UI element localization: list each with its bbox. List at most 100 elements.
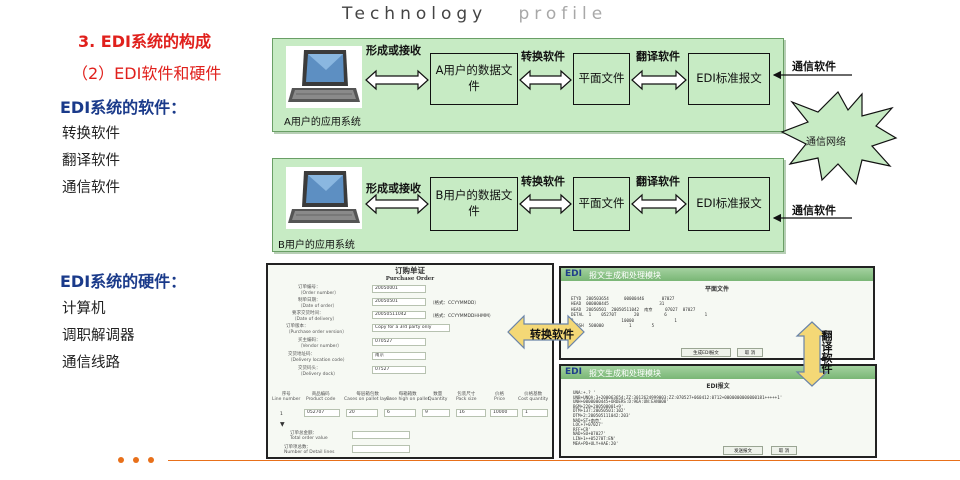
order-version-select[interactable]: Copy for a 3rd party only xyxy=(372,324,450,332)
footer-dot xyxy=(148,457,154,463)
table-cell: 1 xyxy=(280,412,283,417)
window-title: 报文生成和处理模块 xyxy=(589,369,661,378)
edi-logo: EDI xyxy=(565,269,582,279)
label-convert-a: 转换软件 xyxy=(521,50,565,63)
footer-line xyxy=(168,460,960,461)
vendor-number-input[interactable]: 070527 xyxy=(372,338,426,346)
data-file-node-b: B用户的数据文件 xyxy=(430,177,518,231)
order-field-label: 交货码头：（Delivery dock） xyxy=(298,366,338,377)
datetime-format-note: （格式：CCYYMMDDHHMM） xyxy=(430,314,494,319)
network-label: 通信网络 xyxy=(806,137,846,148)
tablet-photo-a xyxy=(286,46,362,108)
app-system-label-a: A用户的应用系统 xyxy=(284,117,361,128)
label-comm-b: 通信软件 xyxy=(792,204,836,217)
delivery-dock-input[interactable]: 07527 xyxy=(372,366,426,374)
double-arrow-icon xyxy=(519,193,572,215)
vertical-double-arrow-icon xyxy=(795,321,829,387)
order-total-input[interactable] xyxy=(352,431,410,439)
overlay-label-translate: 翻译软件 xyxy=(820,330,833,374)
send-message-button[interactable]: 发送报文 xyxy=(723,446,763,455)
hardware-item-computer: 计算机 xyxy=(62,301,106,317)
flat-file-node-a: 平面文件 xyxy=(573,53,630,105)
product-code-cell[interactable]: 052707 xyxy=(304,409,340,417)
edi-message-window: EDI 报文生成和处理模块 EDI报文 UNA:+.? ' UNB+UNOA:3… xyxy=(559,364,877,458)
cost-qty-cell[interactable]: 1 xyxy=(522,409,548,417)
footer-dot xyxy=(133,457,139,463)
window-titlebar: EDI 报文生成和处理模块 xyxy=(561,268,873,281)
date-format-note: （格式：CCYYMMDD） xyxy=(430,301,479,306)
order-field-label: 买主编码：（Vendor number） xyxy=(298,338,342,349)
window-titlebar: EDI 报文生成和处理模块 xyxy=(561,366,875,379)
edi-msg-node-b: EDI标准报文 xyxy=(688,177,770,231)
hardware-heading: EDI系统的硬件： xyxy=(60,272,187,291)
order-field-label: 订单版本：（Purchase order version） xyxy=(286,324,347,335)
case-high-cell[interactable]: 6 xyxy=(384,409,416,417)
header-word-technology: Technology xyxy=(342,4,488,24)
tablet-keyboard-icon xyxy=(288,171,360,223)
delivery-date-input[interactable]: 20050511042 xyxy=(372,311,426,319)
detail-lines-label: 订单项总数：Number of Detail lines xyxy=(284,445,335,455)
delivery-location-input[interactable]: 南京 xyxy=(372,352,426,360)
software-item-convert: 转换软件 xyxy=(62,126,120,142)
section-title: 3. EDI系统的构成 xyxy=(78,32,211,51)
window-title: 报文生成和处理模块 xyxy=(589,271,661,280)
label-convert-b: 转换软件 xyxy=(521,175,565,188)
app-system-label-b: B用户的应用系统 xyxy=(278,240,355,251)
edi-msg-node-a: EDI标准报文 xyxy=(688,53,770,105)
software-heading: EDI系统的软件： xyxy=(60,98,187,117)
double-arrow-icon xyxy=(631,69,687,91)
window-subtitle: EDI报文 xyxy=(706,383,730,390)
order-form-title-en: Purchase Order xyxy=(385,275,435,282)
double-arrow-icon xyxy=(519,69,572,91)
edi-message-content: UNA:+.? ' UNB+UNOA:3+200063654:ZZ:301262… xyxy=(573,390,783,446)
order-total-label: 订单总金额：Total order value xyxy=(290,431,328,441)
cancel-button[interactable]: 取 消 xyxy=(771,446,797,455)
order-number-input[interactable]: 20050001 xyxy=(372,285,426,293)
double-arrow-icon xyxy=(365,69,429,91)
hardware-item-line: 通信线路 xyxy=(62,355,120,371)
window-subtitle: 平面文件 xyxy=(704,286,729,293)
price-cell[interactable]: 10000 xyxy=(490,409,518,417)
overlay-label-convert: 转换软件 xyxy=(530,328,574,341)
pack-size-cell[interactable]: 16 xyxy=(456,409,486,417)
order-field-label: 要求交货时间：（Date of delivery） xyxy=(292,311,338,322)
cases-layer-cell[interactable]: 20 xyxy=(346,409,378,417)
double-arrow-icon xyxy=(631,193,687,215)
label-comm-a: 通信软件 xyxy=(792,60,836,73)
label-form-recv-b: 形成或接收 xyxy=(366,182,421,195)
label-translate-b: 翻译软件 xyxy=(636,175,680,188)
network-starburst-icon xyxy=(780,91,898,186)
order-field-label: 制单日期：（Date of order） xyxy=(298,298,337,309)
cancel-button[interactable]: 取 消 xyxy=(737,348,763,357)
generate-edi-button[interactable]: 生成EDI报文 xyxy=(681,348,731,357)
quantity-cell[interactable]: 9 xyxy=(422,409,450,417)
double-arrow-icon xyxy=(365,193,429,215)
footer-dot xyxy=(118,457,124,463)
label-form-recv-a: 形成或接收 xyxy=(366,44,421,57)
software-item-translate: 翻译软件 xyxy=(62,153,120,169)
edi-logo: EDI xyxy=(565,367,582,377)
purchase-order-screenshot: 订购单证 Purchase Order 订单编号：（Order number） … xyxy=(266,263,554,459)
detail-lines-input[interactable] xyxy=(352,445,410,453)
tablet-photo-b xyxy=(286,167,362,229)
flat-file-node-b: 平面文件 xyxy=(573,177,630,231)
label-translate-a: 翻译软件 xyxy=(636,50,680,63)
software-item-comm: 通信软件 xyxy=(62,180,120,196)
section-subtitle: （2）EDI软件和硬件 xyxy=(72,64,222,83)
header-word-profile: profile xyxy=(518,4,608,24)
double-arrow-icon xyxy=(507,314,585,350)
tablet-keyboard-icon xyxy=(288,50,360,102)
order-date-input[interactable]: 20050501 xyxy=(372,298,426,306)
row-expand-icon[interactable]: ▼ xyxy=(280,421,285,428)
data-file-node-a: A用户的数据文件 xyxy=(430,53,518,105)
